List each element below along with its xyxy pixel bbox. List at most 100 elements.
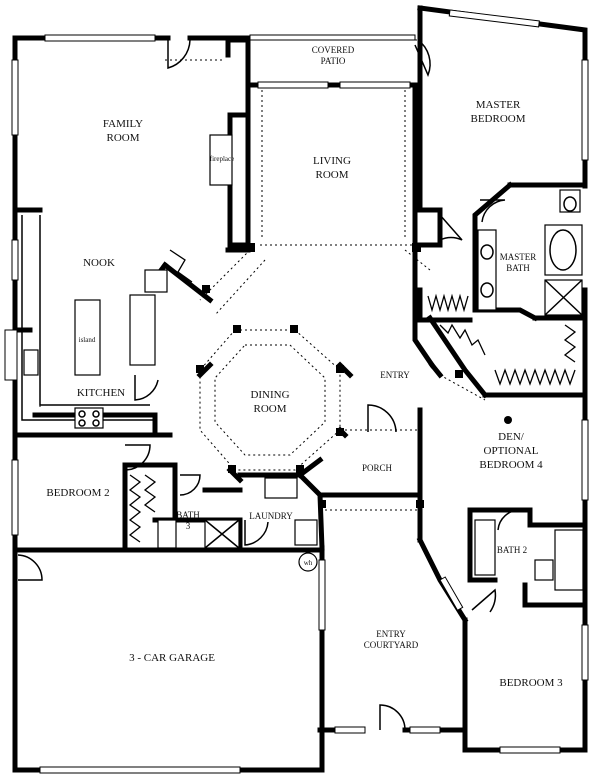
pantry <box>144 269 168 293</box>
bath-3-label: BATH <box>176 510 200 520</box>
entry-label: ENTRY <box>380 370 410 380</box>
window <box>257 81 329 89</box>
island-label: island <box>79 336 96 344</box>
window <box>581 624 589 681</box>
family-room-label-2: ROOM <box>106 132 139 144</box>
laundry-cabinet <box>294 519 318 546</box>
door <box>179 474 201 496</box>
window <box>448 9 540 28</box>
window <box>439 576 464 611</box>
kitchen-island <box>74 299 101 376</box>
door <box>124 444 151 471</box>
door <box>367 404 397 433</box>
kitchen-counter <box>39 215 150 406</box>
garage-label: 3 - CAR GARAGE <box>129 652 215 664</box>
entry-courtyard-label-2: COURTYARD <box>364 640 419 650</box>
door <box>244 520 269 546</box>
door <box>167 38 191 69</box>
nook-label: NOOK <box>83 257 115 269</box>
washer-dryer <box>264 477 298 499</box>
door <box>379 704 406 731</box>
family-room-label: FAMILY <box>103 118 143 130</box>
dining-room-label-2: ROOM <box>253 403 286 415</box>
toilet <box>559 189 581 213</box>
door <box>17 554 43 581</box>
bath-3-label-2: 3 <box>186 521 191 531</box>
master-bath-label-2: BATH <box>506 263 530 273</box>
closet-shelving <box>169 249 193 283</box>
window <box>581 419 589 501</box>
closet-shelving <box>439 323 486 356</box>
vanity <box>474 519 496 576</box>
door <box>471 588 497 613</box>
window <box>409 726 441 734</box>
kitchen-label: KITCHEN <box>77 387 125 399</box>
master-bedroom-label: MASTER <box>476 99 521 111</box>
master-bath-label: MASTER <box>500 252 537 262</box>
master-bedroom-label-2: BEDROOM <box>470 113 525 125</box>
kitchen-sink <box>23 349 39 376</box>
window <box>249 34 416 41</box>
fixtures <box>21 134 584 591</box>
window <box>11 239 19 281</box>
toilet <box>157 519 177 549</box>
bedroom-3-label: BEDROOM 3 <box>499 677 563 689</box>
window <box>581 59 589 161</box>
range-cooktop <box>74 407 104 429</box>
windows <box>4 9 589 774</box>
laundry-label: LAUNDRY <box>249 511 293 521</box>
fireplace <box>209 134 233 186</box>
fireplace-label: fireplace <box>210 155 234 163</box>
refrigerator <box>129 294 156 366</box>
interior-walls <box>12 37 588 624</box>
doors <box>17 38 521 731</box>
den-label-2: OPTIONAL <box>484 445 539 457</box>
window <box>39 766 241 774</box>
vanity <box>477 229 497 311</box>
covered-patio-label: COVERED <box>312 45 355 55</box>
window <box>44 34 156 42</box>
window <box>11 459 19 536</box>
bath-2-label: BATH 2 <box>497 545 527 555</box>
living-room-label-2: ROOM <box>315 169 348 181</box>
kitchen-counter <box>21 215 155 421</box>
closet-shelving <box>494 368 576 386</box>
closet-shelving <box>563 324 577 363</box>
dining-room-label: DINING <box>250 389 289 401</box>
window <box>318 559 326 631</box>
door <box>439 214 463 241</box>
den-label-3: BEDROOM 4 <box>479 459 543 471</box>
bedroom-2-label: BEDROOM 2 <box>46 487 109 499</box>
door <box>134 375 159 401</box>
ceiling-fixture <box>504 416 512 424</box>
bathtub <box>554 529 584 591</box>
covered-patio-label-2: PATIO <box>321 56 346 66</box>
window <box>499 746 561 754</box>
water-heater <box>298 552 318 572</box>
closet-shelving <box>128 474 142 543</box>
door <box>497 509 521 531</box>
closets <box>128 249 577 543</box>
window <box>339 81 411 89</box>
door <box>414 39 431 77</box>
closet-shelving <box>143 474 157 513</box>
toilet <box>534 559 554 581</box>
window <box>334 726 366 734</box>
den-label: DEN/ <box>498 431 525 443</box>
window <box>4 329 18 381</box>
porch-label: PORCH <box>362 463 393 473</box>
window <box>11 59 19 136</box>
door <box>480 199 506 223</box>
